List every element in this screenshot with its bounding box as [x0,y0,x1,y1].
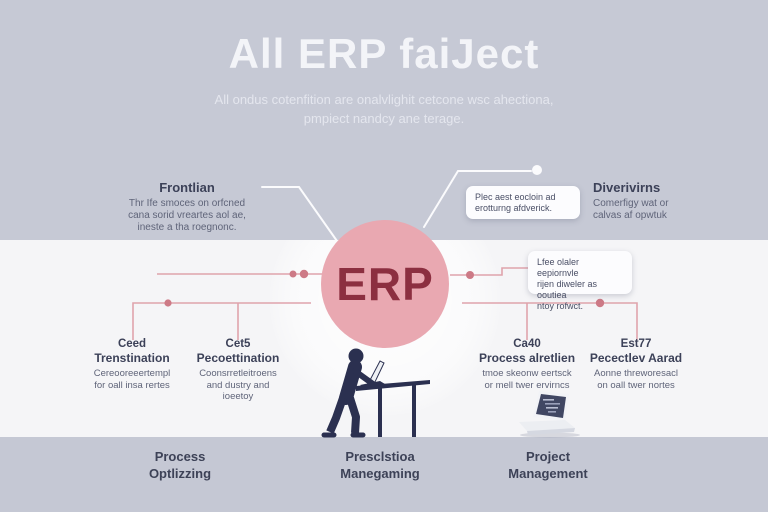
callout-mid-line1: Lfee olaler eepiornvle [537,257,580,278]
note-diverivirns-heading: Diverivirns [593,180,661,195]
column-4-line1: Aonne threworesacl [594,368,678,379]
column-pecectlev-aarad: Est77 Pecectlev Aarad Aonne threworesacl… [571,338,701,391]
person-front-leg [346,396,360,434]
note-diverivirns: Diverivirns Comerfigy wat or calvas af o… [593,180,723,222]
laptop-screen-line-4 [548,411,556,413]
bottom-band [0,437,768,512]
column-4-code: Est77 [620,338,652,350]
column-1-heading: Trenstination [94,351,170,365]
bottom-label-presclstioa-manegaming: Presclstioa Manegaming [310,448,450,482]
laptop-keyboard-deck [519,420,575,431]
note-frontlian: Frontlian Thr Ife smoces on orfcned cana… [103,180,271,234]
callout-top-line1: Plec aest eocloin ad [475,192,556,202]
column-pecoettination: Cet5 Pecoettination Coonsrretleitroens a… [175,338,301,403]
column-3-code: Ca40 [513,338,541,350]
desk-top [356,380,430,391]
column-1-line2: for oall insa rertes [94,379,170,391]
column-2-heading: Pecoettination [196,351,280,365]
erp-label: ERP [336,258,434,310]
bottom-label-2-line2: Manegaming [340,466,420,481]
desk-leg-right [412,382,416,437]
column-4-line2: on oall twer nortes [597,379,675,391]
column-2-body: Coonsrretleitroens and dustry and ioeeto… [175,368,301,403]
subtitle-line1: All ondus cotenfition are onalvlighit ce… [214,92,554,107]
callout-top: Plec aest eocloin ad erotturng afdverick… [466,186,580,219]
column-trenstination: Ceed Trenstination Cereooreeertempl for … [69,338,195,391]
column-3-body: tmoe skeonw eertsck or mell twer ervirnc… [462,368,592,391]
erp-circle: ERP [321,220,449,348]
bottom-label-3-line2: Management [508,466,588,481]
laptop-screen-line-2 [545,403,560,405]
person-head [348,348,364,364]
note-frontlian-line1: Thr Ife smoces on orfcned [128,198,246,209]
column-4-body: Aonne threworesacl on oall twer nortes [571,368,701,391]
desk-leg-left [378,387,382,437]
person-arm [352,368,376,387]
column-2-line1: Coonsrretleitroens [199,368,277,379]
bottom-label-process-optlizzing: Process Optlizzing [110,448,250,482]
bottom-label-2-line1: Presclstioa [345,449,415,464]
note-frontlian-line3: ineste a tha roegnonc. [137,222,237,233]
column-2-code: Cet5 [225,338,251,350]
laptop-front-edge [527,428,575,435]
column-1-code: Ceed [117,338,147,350]
laptop-screen-line-3 [546,407,558,409]
laptop-illustration [519,391,580,438]
column-2-line3: ioeetoy [222,391,254,402]
callout-top-line2: erotturng afdverick. [475,203,553,213]
top-band [0,0,768,240]
note-frontlian-heading: Frontlian [159,180,215,195]
laptop-screen [536,394,566,418]
column-1-body: Cereooreeertempl for oall insa rertes [69,368,195,391]
column-1-line1: Cereooreeertempl [93,368,171,379]
column-2-line2: and dustry and [206,379,270,391]
column-process-alretlien: Ca40 Process alretlien tmoe skeonw eerts… [462,338,592,391]
note-diverivirns-body: Comerfigy wat or calvas af opwtuk [593,198,723,222]
column-3-heading: Process alretlien [478,351,576,365]
column-3-line1: tmoe skeonw eertsck [482,368,572,379]
column-3-line2: or mell twer ervirncs [484,379,570,391]
bottom-label-project-management: Project Management [478,448,618,482]
bottom-label-1-line1: Process [154,449,206,464]
callout-mid: Lfee olaler eepiornvle rijen diweler as … [528,251,632,311]
subtitle-line2: pmpiect nandcy ane terage. [303,111,465,126]
laptop-screen-line-1 [543,399,554,401]
page-title: All ERP faiJect [228,30,540,77]
person-at-standing-desk-illustration [321,348,430,438]
callout-mid-line3: ntoy rofwct. [537,301,584,311]
bottom-label-1-line2: Optlizzing [148,466,212,481]
callout-mid-line2: rijen diweler as ooutiea [537,279,598,300]
bottom-label-3-line1: Project [525,449,571,464]
note-frontlian-line2: cana sorid vreartes aol ae, [128,210,246,221]
note-diverivirns-line1: Comerfigy wat or [593,198,669,209]
subtitle: All ondus cotenfition are onalvlighit ce… [0,90,768,128]
note-diverivirns-line2: calvas af opwtuk [593,210,667,221]
column-4-heading: Pecectlev Aarad [589,351,683,365]
person-back-leg [326,396,347,434]
note-frontlian-body: Thr Ife smoces on orfcned cana sorid vre… [103,198,271,234]
